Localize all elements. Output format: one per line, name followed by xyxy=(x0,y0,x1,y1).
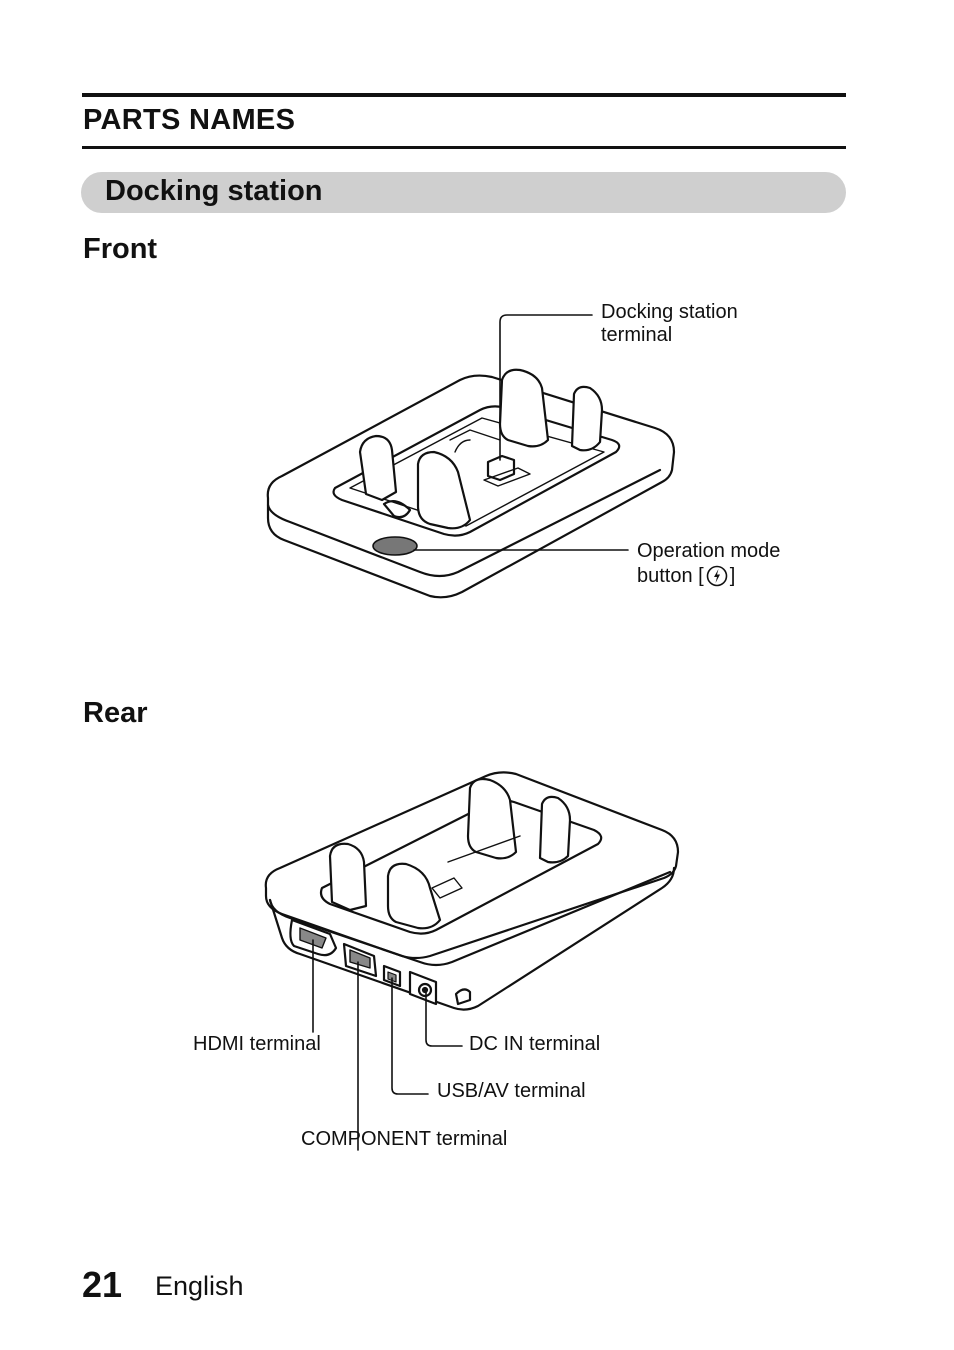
operation-mode-label-line2: button [ ] xyxy=(637,565,780,588)
language-label: English xyxy=(155,1271,244,1301)
operation-mode-label-prefix: button [ xyxy=(637,565,704,587)
operation-mode-label-suffix: ] xyxy=(729,565,736,587)
subsection-bar xyxy=(81,172,846,213)
rear-dock-illustration xyxy=(264,771,680,1151)
docking-terminal-callout: Docking station terminal xyxy=(601,301,738,347)
rear-title: Rear xyxy=(83,697,148,729)
section-title: PARTS NAMES xyxy=(83,104,296,136)
hdmi-terminal-label: HDMI terminal xyxy=(193,1033,321,1055)
front-dock-illustration xyxy=(266,314,676,599)
lightning-circle-icon xyxy=(706,565,728,587)
page-number: 21 xyxy=(82,1264,123,1305)
docking-terminal-label-line1: Docking station xyxy=(601,301,738,323)
component-terminal-label: COMPONENT terminal xyxy=(301,1128,508,1150)
dc-in-terminal-label: DC IN terminal xyxy=(469,1033,601,1055)
front-title: Front xyxy=(83,233,158,265)
operation-mode-callout: Operation mode button [ ] xyxy=(637,540,780,588)
bottom-rule xyxy=(82,146,846,149)
docking-terminal-label-line2: terminal xyxy=(601,324,673,346)
usb-av-terminal-label: USB/AV terminal xyxy=(437,1080,586,1102)
subsection-title: Docking station xyxy=(105,175,323,207)
top-rule xyxy=(82,93,846,97)
operation-mode-label-line1: Operation mode xyxy=(637,540,781,562)
